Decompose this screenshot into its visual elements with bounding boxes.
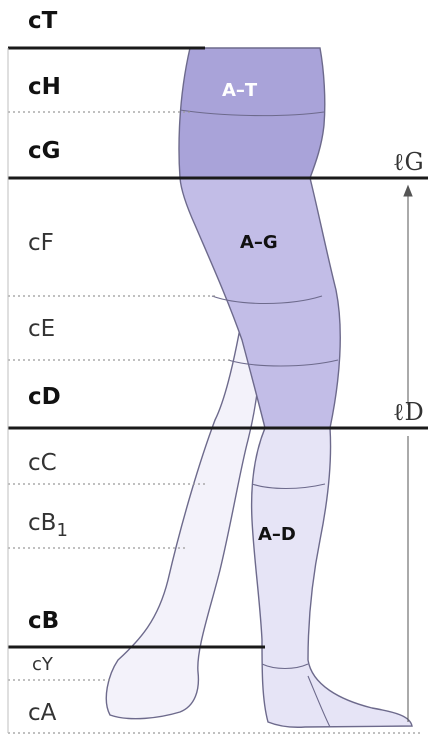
level-labels: cT cH cG cF cE cD cC cB1 cB cY cA <box>28 8 68 726</box>
measure-label-ld: ℓD <box>393 398 424 426</box>
level-label-ca: cA <box>28 700 57 726</box>
level-label-cb1: cB1 <box>28 510 68 541</box>
zone-label-ag: A–G <box>240 232 278 253</box>
level-label-cb1-subscript: 1 <box>56 520 67 541</box>
level-label-cc: cC <box>28 450 57 476</box>
level-label-ct: cT <box>28 8 58 34</box>
zone-ad-shape <box>252 428 412 727</box>
zone-label-ad: A–D <box>258 524 296 545</box>
level-label-cg: cG <box>28 138 61 164</box>
level-label-cy: cY <box>32 654 54 675</box>
zone-label-at: A–T <box>222 80 258 101</box>
lg-arrow-head <box>404 186 412 196</box>
level-label-cb: cB <box>28 608 59 634</box>
level-label-ce: cE <box>28 316 55 342</box>
level-label-cf: cF <box>28 230 54 256</box>
level-label-cd: cD <box>28 384 61 410</box>
measure-label-lg: ℓG <box>393 148 424 176</box>
level-label-ch: cH <box>28 74 61 100</box>
measure-arrows <box>404 186 412 722</box>
